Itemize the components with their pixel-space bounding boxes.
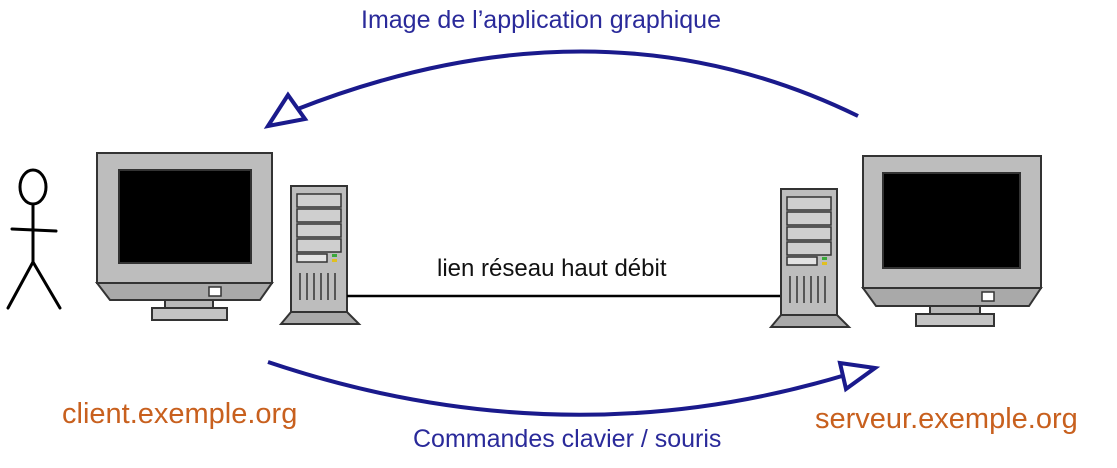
bottom-arrowhead-icon [837, 360, 881, 393]
bottom-arrow [267, 360, 881, 417]
server-tower-icon [768, 188, 852, 328]
top-arrow-label: Image de l’application graphique [361, 6, 721, 34]
server-host-label: serveur.exemple.org [815, 403, 1078, 435]
network-link-label: lien réseau haut débit [437, 255, 667, 282]
client-monitor-icon [94, 152, 274, 321]
bottom-arrow-label: Commandes clavier / souris [413, 425, 722, 453]
top-arrowhead-icon [263, 91, 309, 129]
stick-figure-user-icon [6, 168, 62, 310]
top-arrow [263, 49, 859, 129]
client-tower-icon [278, 185, 362, 325]
server-monitor-icon [861, 155, 1043, 327]
client-host-label: client.exemple.org [62, 398, 298, 430]
